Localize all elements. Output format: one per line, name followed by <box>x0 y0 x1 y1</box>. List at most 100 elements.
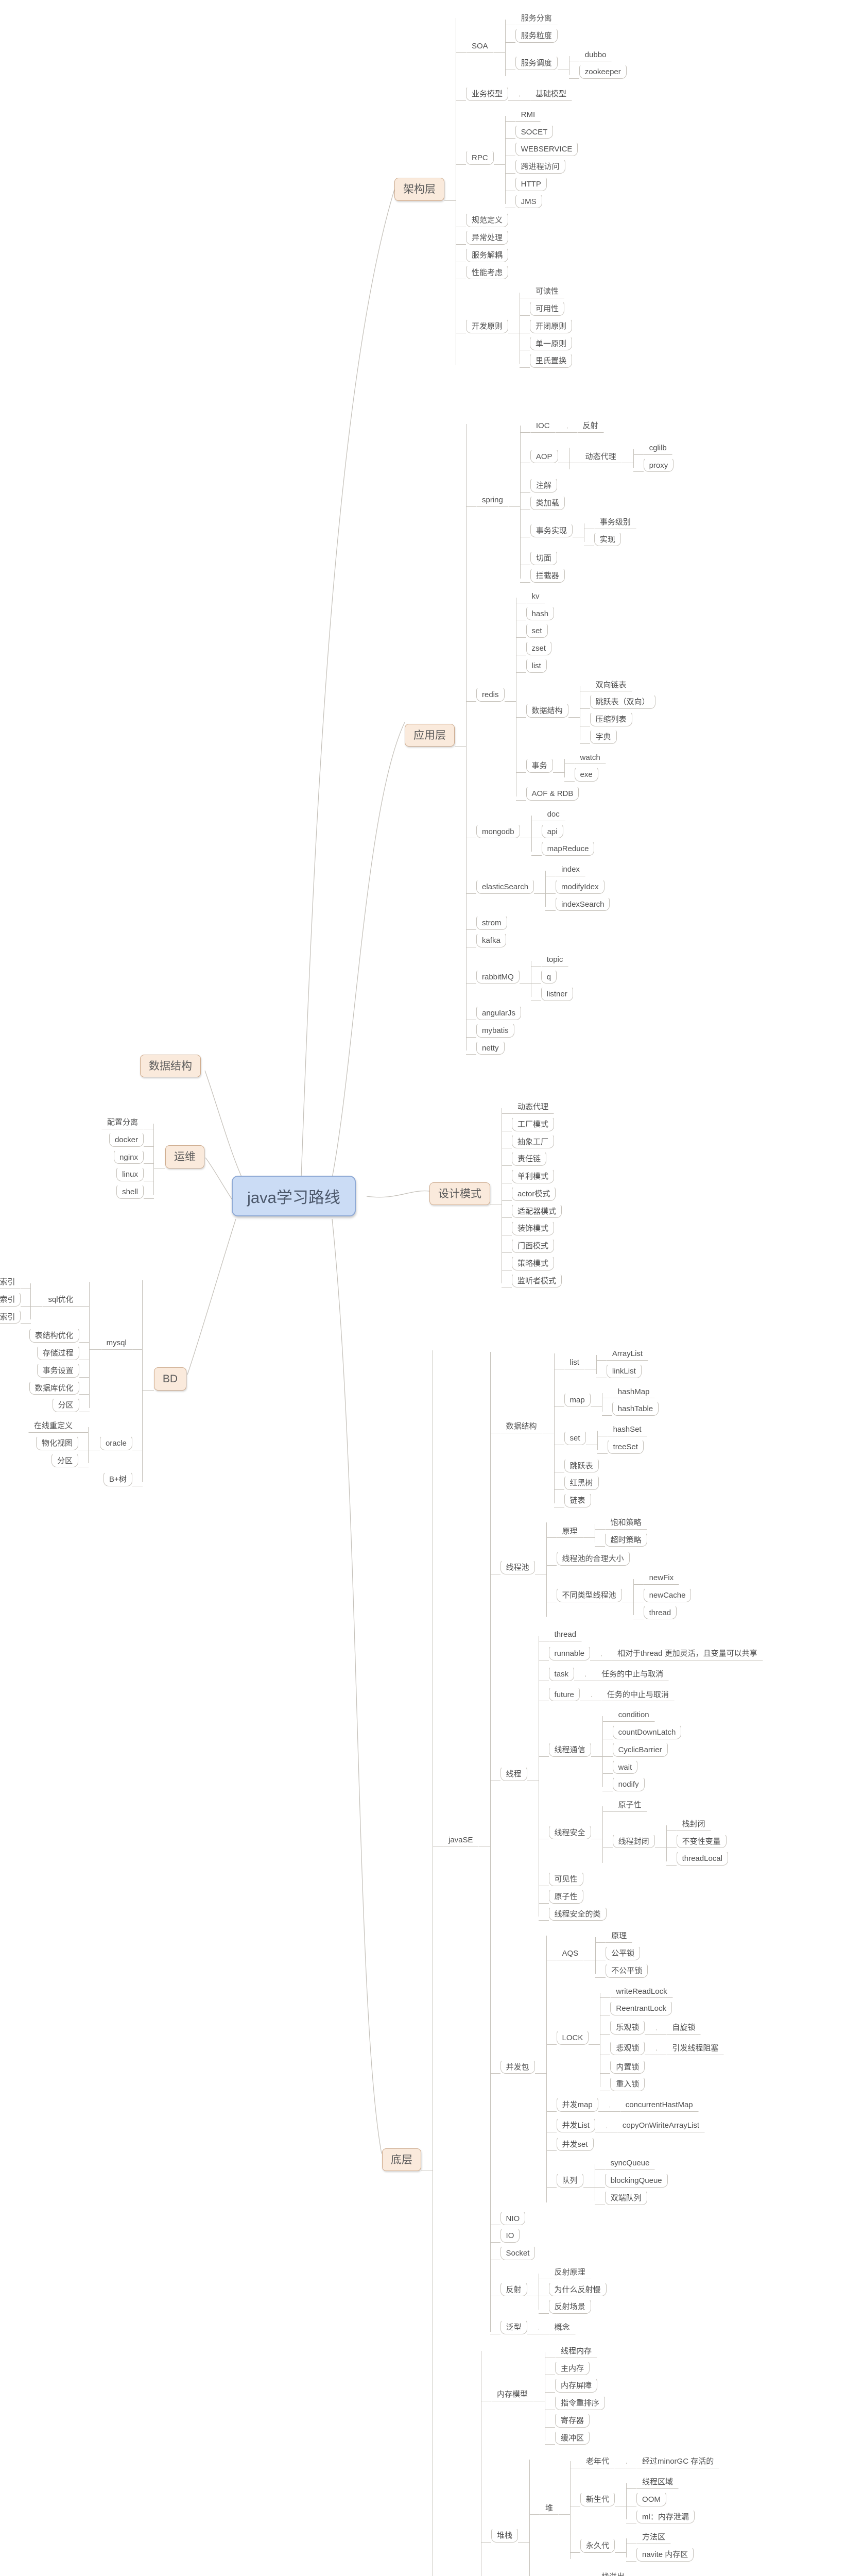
topic[interactable]: nginx <box>114 1149 144 1164</box>
topic[interactable]: 服务解耦 <box>466 247 509 262</box>
topic[interactable]: 缓冲区 <box>555 2430 590 2445</box>
topic[interactable]: 事务 <box>526 758 553 773</box>
topic[interactable]: mongodb <box>476 824 520 839</box>
topic[interactable]: AQS <box>556 1946 584 1960</box>
topic[interactable]: task <box>548 1666 575 1681</box>
topic[interactable]: 异常处理 <box>466 230 509 245</box>
topic[interactable]: 乐观锁 <box>610 2020 645 2035</box>
topic[interactable]: 跨进程访问 <box>515 159 565 174</box>
topic[interactable]: ReentrantLock <box>610 2001 672 2015</box>
topic[interactable]: 拦截器 <box>530 568 565 583</box>
topic[interactable]: shell <box>116 1184 144 1199</box>
topic[interactable]: AOP <box>530 449 558 464</box>
topic[interactable]: IO <box>500 2228 520 2243</box>
topic[interactable]: 工厂模式 <box>512 1116 555 1131</box>
topic[interactable]: 主内存 <box>555 2361 590 2376</box>
topic[interactable]: navite 内存区 <box>636 2547 694 2562</box>
topic[interactable]: 原子性 <box>612 1798 647 1812</box>
topic[interactable]: 内存模型 <box>491 2387 534 2401</box>
topic[interactable]: index <box>556 862 585 876</box>
topic[interactable]: listner <box>541 987 573 1001</box>
topic[interactable]: 开发原则 <box>466 318 509 333</box>
topic[interactable]: 规范定义 <box>466 213 509 227</box>
topic[interactable]: future <box>548 1687 580 1702</box>
topic[interactable]: 并发包 <box>500 2059 535 2074</box>
topic[interactable]: 双向链表 <box>590 677 632 692</box>
topic[interactable]: 原理 <box>606 1928 633 1943</box>
topic[interactable]: 线程封闭 <box>612 1834 655 1849</box>
topic[interactable]: 饱和策略 <box>605 1515 647 1530</box>
branch-topic[interactable]: 架构层 <box>394 178 444 201</box>
topic[interactable]: RPC <box>466 150 494 165</box>
topic[interactable]: 并发List <box>556 2117 595 2132</box>
topic[interactable]: 栈封闭 <box>676 1817 711 1831</box>
topic[interactable]: 分区 <box>52 1398 79 1412</box>
topic[interactable]: 线程安全的类 <box>548 1906 607 1921</box>
topic[interactable]: 服务调度 <box>515 56 558 71</box>
topic[interactable]: 指令重排序 <box>555 2396 606 2410</box>
topic[interactable]: spring <box>476 493 509 507</box>
topic[interactable]: HTTP <box>515 176 547 191</box>
topic[interactable]: 聚簇索引 <box>0 1309 21 1324</box>
topic[interactable]: 老年代 <box>580 2454 615 2468</box>
topic[interactable]: angularJs <box>476 1006 522 1020</box>
topic[interactable]: 线程池 <box>500 1560 535 1574</box>
topic[interactable]: 类加载 <box>530 496 565 510</box>
topic[interactable]: newFix <box>643 1570 680 1585</box>
topic[interactable]: 反射原理 <box>548 2265 591 2279</box>
topic[interactable]: 里氏置换 <box>530 353 573 368</box>
topic[interactable]: wait <box>612 1759 638 1774</box>
topic[interactable]: treeSet <box>607 1439 644 1454</box>
topic[interactable]: 事务设置 <box>37 1363 79 1378</box>
topic[interactable]: 跳跃表 <box>564 1458 599 1473</box>
topic[interactable]: indexSearch <box>556 896 610 911</box>
topic[interactable]: 适配器模式 <box>512 1204 562 1218</box>
topic[interactable]: hash <box>526 606 555 621</box>
topic[interactable]: 双端队列 <box>605 2190 647 2205</box>
topic[interactable]: 注解 <box>530 478 557 493</box>
topic[interactable]: list <box>526 658 547 673</box>
topic[interactable]: hashSet <box>607 1422 647 1436</box>
topic[interactable]: 事务级别 <box>594 515 636 529</box>
topic[interactable]: condition <box>612 1707 655 1722</box>
topic[interactable]: thread <box>643 1605 677 1620</box>
topic[interactable]: doc <box>541 807 565 821</box>
topic[interactable]: api <box>541 824 563 839</box>
topic[interactable]: 数据结构 <box>500 1419 543 1433</box>
topic[interactable]: q <box>541 969 557 984</box>
topic[interactable]: mybatis <box>476 1023 514 1038</box>
topic[interactable]: B+树 <box>103 1472 132 1486</box>
topic[interactable]: 栈溢出 <box>596 2569 630 2576</box>
topic[interactable]: 线程 <box>500 1767 527 1782</box>
root-topic[interactable]: java学习路线 <box>232 1176 356 1216</box>
topic[interactable]: modifyIdex <box>556 879 605 894</box>
topic[interactable]: 红黑树 <box>564 1476 599 1490</box>
topic[interactable]: countDownLatch <box>612 1725 682 1739</box>
topic[interactable]: 事务实现 <box>530 523 573 538</box>
topic[interactable]: 基础模型 <box>530 87 573 101</box>
topic[interactable]: set <box>564 1430 586 1445</box>
topic[interactable]: 动态代理 <box>512 1099 555 1114</box>
topic[interactable]: 永久代 <box>580 2538 615 2553</box>
topic[interactable]: 存储过程 <box>37 1346 79 1360</box>
topic[interactable]: mysql <box>100 1335 132 1350</box>
topic[interactable]: 任务的中止与取消 <box>601 1687 675 1702</box>
topic[interactable]: threadLocal <box>676 1851 728 1866</box>
topic[interactable]: 服务分离 <box>515 11 558 25</box>
topic[interactable]: copyOnWiriteArrayList <box>616 2118 705 2132</box>
topic[interactable]: kafka <box>476 933 506 947</box>
topic[interactable]: 在线重定义 <box>28 1418 78 1433</box>
topic[interactable]: 队列 <box>556 2173 583 2188</box>
topic[interactable]: javaSE <box>443 1833 479 1847</box>
topic[interactable]: nodify <box>612 1777 645 1791</box>
topic[interactable]: 单一原则 <box>530 336 573 351</box>
topic[interactable]: 公平锁 <box>606 1946 641 1960</box>
topic[interactable]: cglilb <box>643 440 672 455</box>
topic[interactable]: 反射 <box>500 2282 527 2297</box>
topic[interactable]: 反射 <box>577 418 604 433</box>
topic[interactable]: 为什么反射慢 <box>548 2282 607 2297</box>
branch-topic[interactable]: 应用层 <box>405 723 455 747</box>
topic[interactable]: WEBSERVICE <box>515 142 578 156</box>
topic[interactable]: zookeeper <box>579 64 627 79</box>
topic[interactable]: 相对于thread 更加灵活，且变量可以共享 <box>611 1646 763 1660</box>
